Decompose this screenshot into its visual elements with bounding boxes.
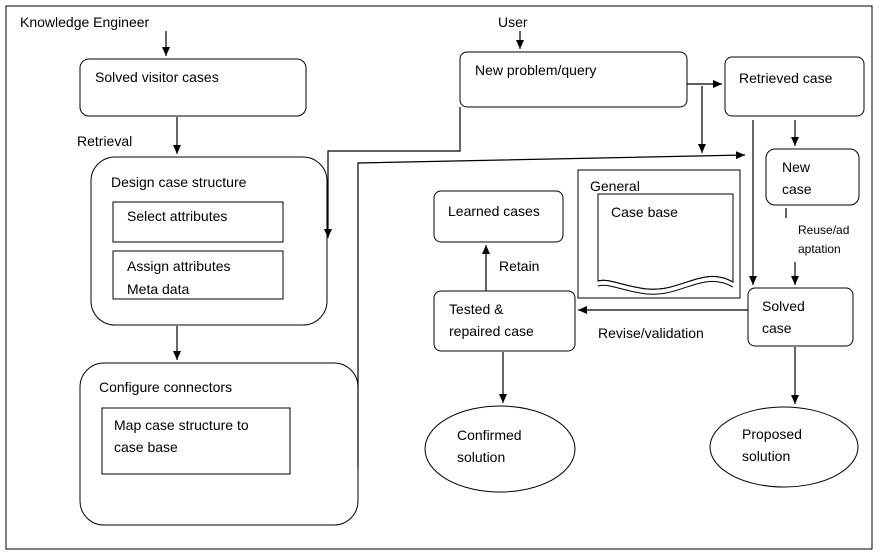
retrieved-case-node: Retrieved case bbox=[724, 56, 865, 117]
revise-validation-label: Revise/validation bbox=[598, 325, 704, 341]
retrieval-label: Retrieval bbox=[77, 133, 132, 149]
tested-repaired-case-node: Tested & repaired case bbox=[433, 290, 576, 352]
new-problem-query-node: New problem/query bbox=[459, 51, 688, 108]
new-problem-query-label: New problem/query bbox=[475, 62, 596, 78]
solved-case-label-2: case bbox=[762, 320, 792, 336]
solved-visitor-cases-label: Solved visitor cases bbox=[95, 69, 219, 85]
assign-attributes-label-2: Meta data bbox=[127, 281, 189, 297]
new-case-node: New case bbox=[765, 148, 860, 206]
new-case-label-2: case bbox=[782, 181, 812, 197]
general-case-base-group: General Case base bbox=[577, 169, 741, 299]
configure-connectors-node: Configure connectors Map case structure … bbox=[79, 362, 359, 526]
reuse-adaptation-label-1: Reuse/ad bbox=[798, 223, 849, 237]
select-attributes-box bbox=[112, 201, 284, 243]
proposed-solution-node: Proposed solution bbox=[709, 406, 859, 488]
arrow-configure-to-cbr bbox=[357, 151, 746, 468]
proposed-solution-label-1: Proposed bbox=[742, 426, 802, 442]
solved-visitor-cases-node: Solved visitor cases bbox=[79, 58, 307, 117]
retrieved-case-label: Retrieved case bbox=[739, 70, 833, 86]
assign-attributes-label-1: Assign attributes bbox=[127, 258, 231, 274]
solved-case-node: Solved case bbox=[747, 287, 854, 347]
confirmed-solution-node: Confirmed solution bbox=[424, 405, 576, 493]
case-base-label: Case base bbox=[611, 204, 678, 220]
confirmed-solution-label-2: solution bbox=[457, 449, 505, 465]
arrow-query-to-design bbox=[324, 107, 461, 238]
map-case-structure-label-2: case base bbox=[114, 439, 178, 455]
map-case-structure-box bbox=[101, 407, 291, 475]
map-case-structure-label-1: Map case structure to bbox=[114, 417, 249, 433]
confirmed-solution-label-1: Confirmed bbox=[457, 427, 522, 443]
select-attributes-label: Select attributes bbox=[127, 208, 227, 224]
retain-label: Retain bbox=[499, 258, 539, 274]
assign-attributes-box bbox=[112, 250, 284, 300]
general-label: General bbox=[590, 178, 640, 194]
configure-connectors-label: Configure connectors bbox=[99, 379, 232, 395]
user-label: User bbox=[498, 14, 528, 30]
reuse-adaptation-label-2: aptation bbox=[798, 242, 841, 256]
outer-frame bbox=[5, 5, 873, 550]
solved-case-label-1: Solved bbox=[762, 298, 805, 314]
design-case-structure-label: Design case structure bbox=[111, 174, 247, 190]
knowledge-engineer-label: Knowledge Engineer bbox=[20, 14, 150, 30]
new-case-label-1: New bbox=[782, 159, 811, 175]
proposed-solution-label-2: solution bbox=[742, 448, 790, 464]
design-case-structure-node: Design case structure Select attributes … bbox=[90, 156, 328, 326]
tested-repaired-label-1: Tested & bbox=[449, 301, 504, 317]
learned-cases-node: Learned cases bbox=[433, 190, 564, 243]
learned-cases-label: Learned cases bbox=[448, 203, 540, 219]
tested-repaired-label-2: repaired case bbox=[449, 323, 534, 339]
